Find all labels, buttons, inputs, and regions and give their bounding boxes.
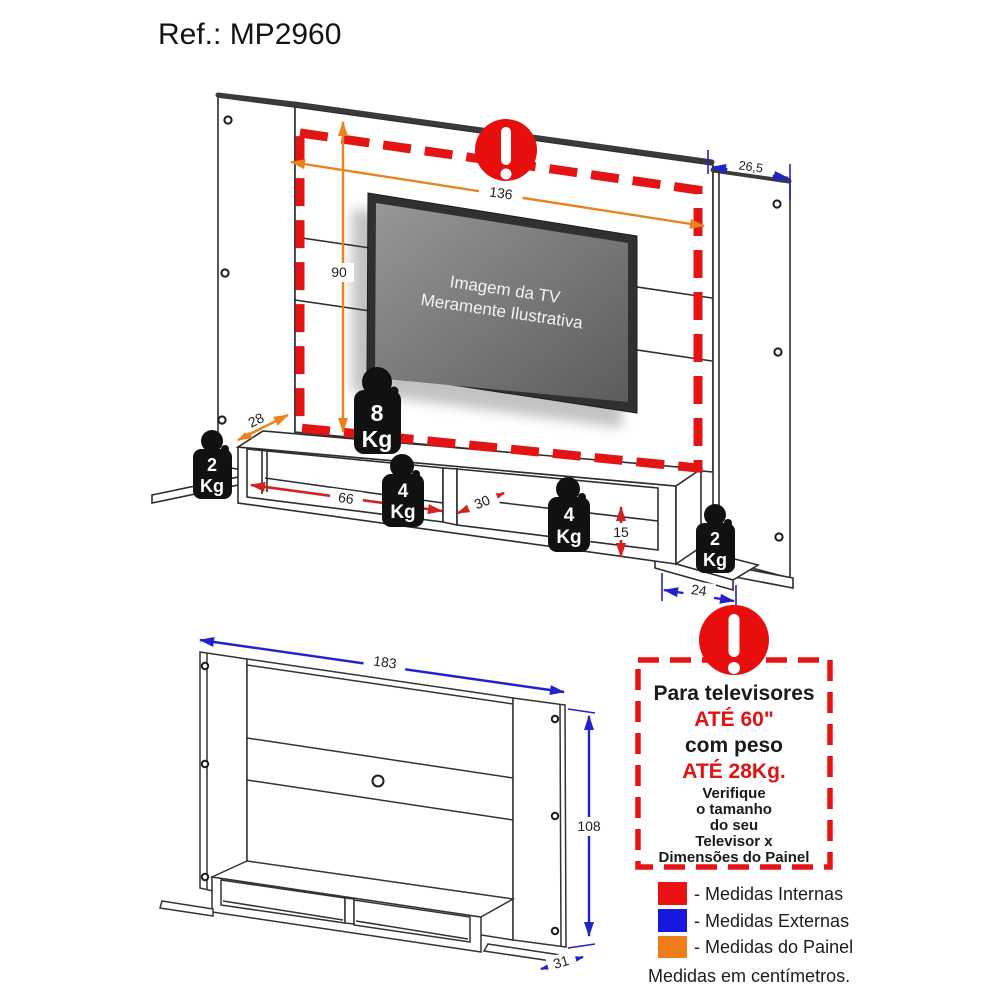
dim-total-depth: 31: [540, 950, 584, 974]
dim-label-15: 15: [613, 524, 629, 540]
screw-hole: [772, 199, 782, 209]
reference-code-label: Ref.: MP2960: [158, 18, 341, 51]
warning-exclamation-icon: [475, 119, 537, 181]
weight-badge-4kg-left: 4 Kg: [382, 454, 424, 527]
niche-divider-outline: [344, 897, 355, 925]
cable-hole: [371, 774, 385, 788]
dim-label-31: 31: [551, 952, 571, 972]
dim-label-136: 136: [488, 183, 514, 202]
svg-text:8: 8: [371, 400, 384, 426]
svg-text:Verifique: Verifique: [702, 785, 765, 802]
weight-badge-8kg: 8 Kg: [354, 367, 401, 454]
screw-hole: [200, 661, 210, 671]
main-perspective-diagram: 136 90 28 26,5: [151, 92, 794, 613]
outline-dimension-diagram: 183 108 31: [159, 637, 607, 974]
svg-text:Kg: Kg: [556, 527, 581, 548]
svg-text:ATÉ 60": ATÉ 60": [694, 708, 774, 731]
svg-text:com peso: com peso: [685, 734, 783, 757]
svg-text:Dimensões do Painel: Dimensões do Painel: [659, 849, 810, 866]
legend-panel-swatch: [658, 936, 687, 958]
svg-text:Kg: Kg: [200, 476, 224, 496]
screw-hole: [550, 926, 560, 936]
right-niche-outline: [353, 899, 471, 943]
dim-label-24: 24: [690, 581, 708, 599]
svg-text:2: 2: [207, 455, 217, 475]
left-side-board-outline: [199, 651, 248, 900]
svg-text:2: 2: [710, 529, 720, 549]
dim-total-width: 183: [199, 637, 565, 695]
dim-base-depth: 24: [661, 573, 737, 613]
dim-label-26-5: 26,5: [738, 158, 764, 175]
plinth-left-outline: [159, 900, 214, 917]
legend-external-swatch: [658, 909, 687, 932]
weight-badge-2kg-left: 2 Kg: [193, 430, 232, 499]
dim-internal-height: 90: [324, 121, 354, 433]
screw-hole: [774, 532, 784, 542]
svg-text:Kg: Kg: [390, 502, 415, 523]
screw-hole: [223, 115, 233, 125]
dim-label-30: 30: [472, 492, 493, 513]
dim-label-66: 66: [337, 489, 355, 507]
svg-text:Televisor x: Televisor x: [695, 833, 773, 850]
dim-label-90: 90: [331, 264, 347, 280]
screw-hole: [550, 811, 560, 821]
warning-box: Para televisores ATÉ 60" com peso ATÉ 28…: [635, 605, 833, 870]
legend-internal-swatch: [658, 882, 687, 905]
shelf-outline: [209, 860, 516, 953]
tv-screen: [375, 203, 628, 402]
svg-text:Kg: Kg: [362, 426, 393, 452]
dim-right-niche-depth: 30: [457, 488, 505, 516]
warning-text: Para televisores ATÉ 60" com peso ATÉ 28…: [653, 682, 814, 866]
svg-text:4: 4: [398, 481, 409, 502]
legend: - Medidas Internas - Medidas Externas - …: [648, 882, 853, 986]
dim-label-183: 183: [372, 652, 398, 671]
screw-hole: [200, 872, 210, 882]
weight-badge-2kg-right: 2 Kg: [696, 504, 735, 573]
legend-internal-label: - Medidas Internas: [694, 884, 843, 904]
right-side-board-outline: [512, 697, 567, 948]
svg-text:Para televisores: Para televisores: [653, 682, 814, 705]
legend-units-note: Medidas em centímetros.: [648, 966, 850, 986]
legend-external-label: - Medidas Externas: [694, 911, 849, 931]
screw-hole: [220, 268, 230, 278]
dim-label-108: 108: [577, 818, 601, 834]
svg-text:do seu: do seu: [710, 817, 758, 834]
dim-internal-width: 136: [290, 159, 705, 229]
warning-exclamation-icon: [699, 605, 769, 675]
dim-label-28: 28: [245, 409, 266, 430]
svg-text:Kg: Kg: [703, 550, 727, 570]
screw-hole: [550, 714, 560, 724]
legend-panel-label: - Medidas do Painel: [694, 937, 853, 957]
screw-hole: [773, 347, 783, 357]
svg-text:o tamanho: o tamanho: [696, 801, 772, 818]
tv: Imagem da TV Meramente Ilustrativa: [366, 192, 638, 414]
screw-hole: [200, 759, 210, 769]
dim-shelf-depth: 28: [237, 406, 289, 442]
dim-total-height: 108: [567, 708, 607, 949]
screw-hole: [217, 415, 227, 425]
svg-text:ATÉ 28Kg.: ATÉ 28Kg.: [682, 760, 785, 783]
panel-strip-line: [246, 737, 514, 821]
dim-niche-height: 15: [607, 506, 635, 558]
weight-badge-4kg-right: 4 Kg: [548, 477, 590, 552]
dim-side-width: 26,5: [707, 150, 791, 200]
niche-divider: [442, 467, 458, 526]
svg-text:4: 4: [564, 505, 575, 526]
